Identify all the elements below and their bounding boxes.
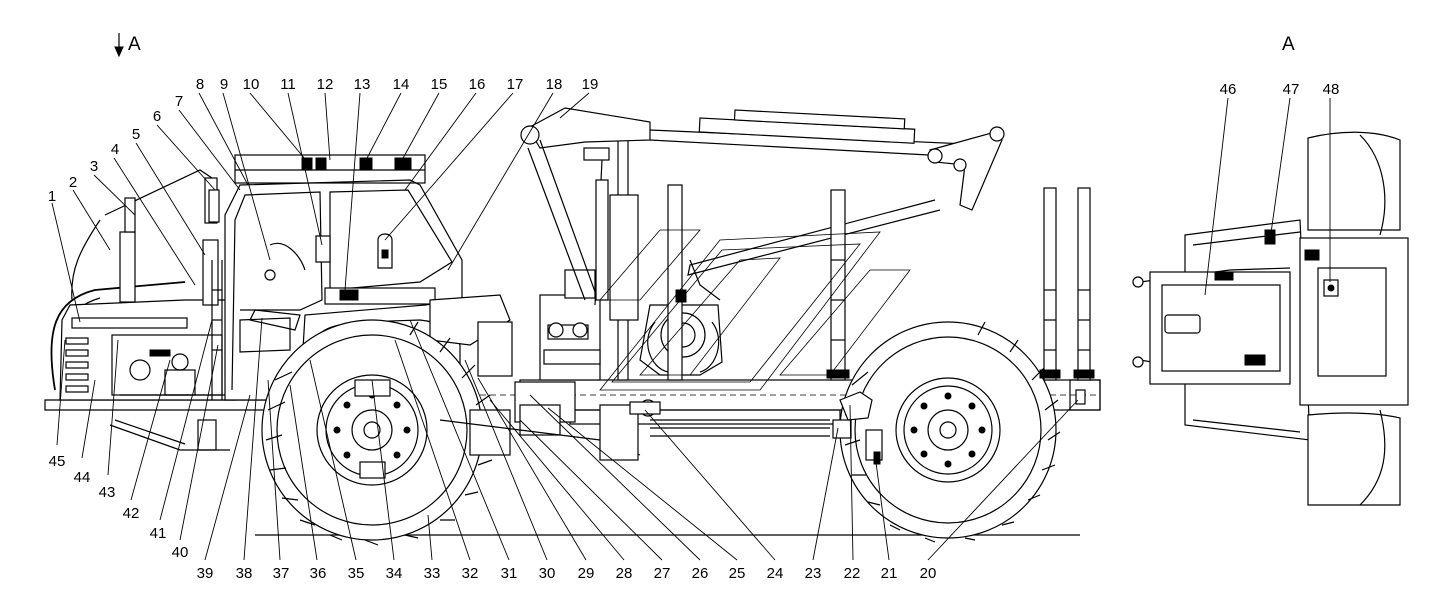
callout-14: 14 bbox=[393, 76, 410, 93]
callout-13: 13 bbox=[354, 76, 371, 93]
bottom-callout-numbers: 20 21 22 23 24 25 26 27 28 29 30 31 32 3… bbox=[49, 453, 937, 582]
callout-15: 15 bbox=[431, 76, 448, 93]
callout-8: 8 bbox=[196, 76, 204, 93]
callout-12: 12 bbox=[317, 76, 334, 93]
callout-41: 41 bbox=[150, 525, 167, 542]
callout-29: 29 bbox=[578, 565, 595, 582]
callout-9: 9 bbox=[220, 76, 228, 93]
callout-26: 26 bbox=[692, 565, 709, 582]
logo-stripes bbox=[599, 229, 911, 391]
crane-base bbox=[539, 124, 639, 381]
callout-25: 25 bbox=[729, 565, 746, 582]
callout-34: 34 bbox=[386, 565, 403, 582]
grapple bbox=[639, 184, 723, 381]
callout-43: 43 bbox=[99, 484, 116, 501]
forwarder-side-view bbox=[44, 107, 1101, 546]
callout-2: 2 bbox=[69, 174, 77, 191]
callout-48: 48 bbox=[1323, 81, 1340, 98]
top-callout-numbers: 1 2 3 4 5 6 7 8 9 10 11 12 13 14 15 16 1… bbox=[48, 76, 599, 205]
callout-10: 10 bbox=[243, 76, 260, 93]
view-arrow-a: A bbox=[114, 33, 141, 58]
callout-39: 39 bbox=[197, 565, 214, 582]
side-callout-numbers: 46 47 48 bbox=[1220, 81, 1340, 98]
articulation-joint bbox=[439, 381, 661, 461]
callout-20: 20 bbox=[920, 565, 937, 582]
callout-47: 47 bbox=[1283, 81, 1300, 98]
callout-19: 19 bbox=[582, 76, 599, 93]
side-view-title: A bbox=[1282, 34, 1295, 55]
callout-42: 42 bbox=[123, 505, 140, 522]
callout-44: 44 bbox=[74, 469, 91, 486]
callout-32: 32 bbox=[462, 565, 479, 582]
callout-17: 17 bbox=[507, 76, 524, 93]
callout-16: 16 bbox=[469, 76, 486, 93]
callout-35: 35 bbox=[348, 565, 365, 582]
callout-18: 18 bbox=[546, 76, 563, 93]
callout-28: 28 bbox=[616, 565, 633, 582]
callout-1: 1 bbox=[48, 188, 56, 205]
callout-3: 3 bbox=[90, 158, 98, 175]
engine-hood bbox=[59, 299, 236, 451]
callout-30: 30 bbox=[539, 565, 556, 582]
callout-33: 33 bbox=[424, 565, 441, 582]
crane-boom bbox=[520, 107, 1005, 306]
callout-31: 31 bbox=[501, 565, 518, 582]
front-wheel bbox=[261, 319, 495, 546]
callout-40: 40 bbox=[172, 544, 189, 561]
callout-45: 45 bbox=[49, 453, 66, 470]
callout-4: 4 bbox=[111, 141, 119, 158]
callout-21: 21 bbox=[881, 565, 898, 582]
callout-23: 23 bbox=[805, 565, 822, 582]
callout-6: 6 bbox=[153, 108, 161, 125]
rear-axle-drive bbox=[832, 391, 883, 465]
callout-7: 7 bbox=[175, 93, 183, 110]
callout-46: 46 bbox=[1220, 81, 1237, 98]
view-arrow-label: A bbox=[128, 34, 141, 55]
leader-lines bbox=[51, 92, 1331, 561]
callout-38: 38 bbox=[236, 565, 253, 582]
callout-11: 11 bbox=[280, 76, 296, 93]
callout-5: 5 bbox=[132, 126, 140, 143]
callout-24: 24 bbox=[767, 565, 784, 582]
callout-27: 27 bbox=[654, 565, 671, 582]
bunk-stakes bbox=[826, 187, 1095, 381]
callout-36: 36 bbox=[310, 565, 327, 582]
rear-view-a bbox=[1132, 131, 1409, 506]
callout-22: 22 bbox=[844, 565, 861, 582]
callout-37: 37 bbox=[273, 565, 290, 582]
